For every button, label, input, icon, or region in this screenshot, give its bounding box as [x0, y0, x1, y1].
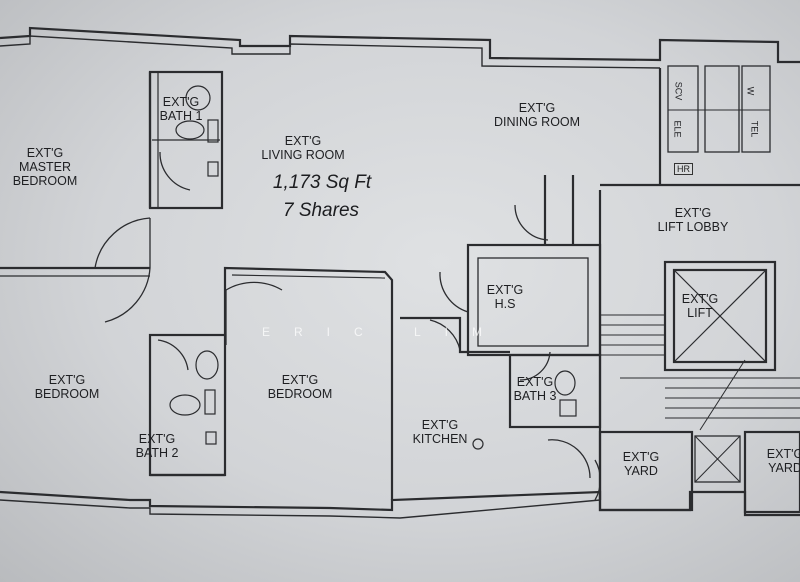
room-bath-2: EXT'G BATH 2	[136, 432, 179, 460]
room-label-line: LIFT LOBBY	[657, 220, 729, 234]
room-label-line: BATH 2	[135, 446, 179, 460]
room-living-room: EXT'G LIVING ROOM	[261, 134, 344, 162]
room-label-line: EXT'G	[674, 206, 712, 220]
room-lift: EXT'G LIFT	[682, 292, 718, 320]
tel-label: TEL	[749, 120, 760, 138]
room-label-line: EXT'G	[681, 292, 719, 306]
room-label-line: BATH 1	[159, 109, 203, 123]
area-size: 1,173 Sq Ft	[272, 172, 372, 193]
room-yard-2: EXT'G YARD	[767, 447, 800, 475]
room-kitchen: EXT'G KITCHEN	[413, 418, 468, 446]
room-label-line: EXT'G	[516, 375, 554, 389]
room-label-line: EXT'G	[518, 101, 556, 115]
room-lift-lobby: EXT'G LIFT LOBBY	[658, 206, 729, 234]
room-label-line: EXT'G	[162, 95, 200, 109]
room-label-line: YARD	[624, 464, 658, 478]
room-dining-room: EXT'G DINING ROOM	[494, 101, 580, 129]
room-yard-1: EXT'G YARD	[623, 450, 659, 478]
room-label-line: EXT'G	[284, 134, 322, 148]
room-bath-3: EXT'G BATH 3	[514, 375, 557, 403]
room-label-line: EXT'G	[281, 373, 319, 387]
room-label-line: LIFT	[687, 306, 713, 320]
room-label-line: EXT'G	[138, 432, 176, 446]
room-label-line: EXT'G	[26, 146, 64, 160]
scv-label: SCV	[673, 81, 684, 101]
room-bedroom-left: EXT'G BEDROOM	[35, 373, 100, 401]
room-label-line: BEDROOM	[267, 387, 333, 401]
room-label-line: BATH 3	[513, 389, 557, 403]
hr-label: HR	[674, 163, 693, 175]
room-label-line: BEDROOM	[12, 174, 78, 188]
room-label-line: EXT'G	[421, 418, 459, 432]
room-label-line: KITCHEN	[412, 432, 468, 446]
ele-label: ELE	[672, 120, 683, 138]
watermark: ERIC LIM	[262, 325, 507, 339]
room-label-line: BEDROOM	[34, 387, 100, 401]
room-master-bedroom: EXT'G MASTER BEDROOM	[13, 146, 78, 188]
room-label-line: YARD	[768, 461, 800, 475]
room-label-line: EXT'G	[48, 373, 86, 387]
room-label-line: EXT'G	[766, 447, 800, 461]
room-label-line: LIVING ROOM	[261, 148, 345, 162]
room-hs: EXT'G H.S	[487, 283, 523, 311]
room-bath-1: EXT'G BATH 1	[160, 95, 203, 123]
w-label: W	[745, 86, 756, 96]
room-label-line: EXT'G	[622, 450, 660, 464]
room-label-line: H.S	[494, 297, 516, 311]
room-label-line: MASTER	[18, 160, 72, 174]
room-label-line: EXT'G	[486, 283, 524, 297]
room-label-line: DINING ROOM	[493, 115, 581, 129]
room-bedroom-mid: EXT'G BEDROOM	[268, 373, 333, 401]
area-shares: 7 Shares	[282, 200, 360, 221]
